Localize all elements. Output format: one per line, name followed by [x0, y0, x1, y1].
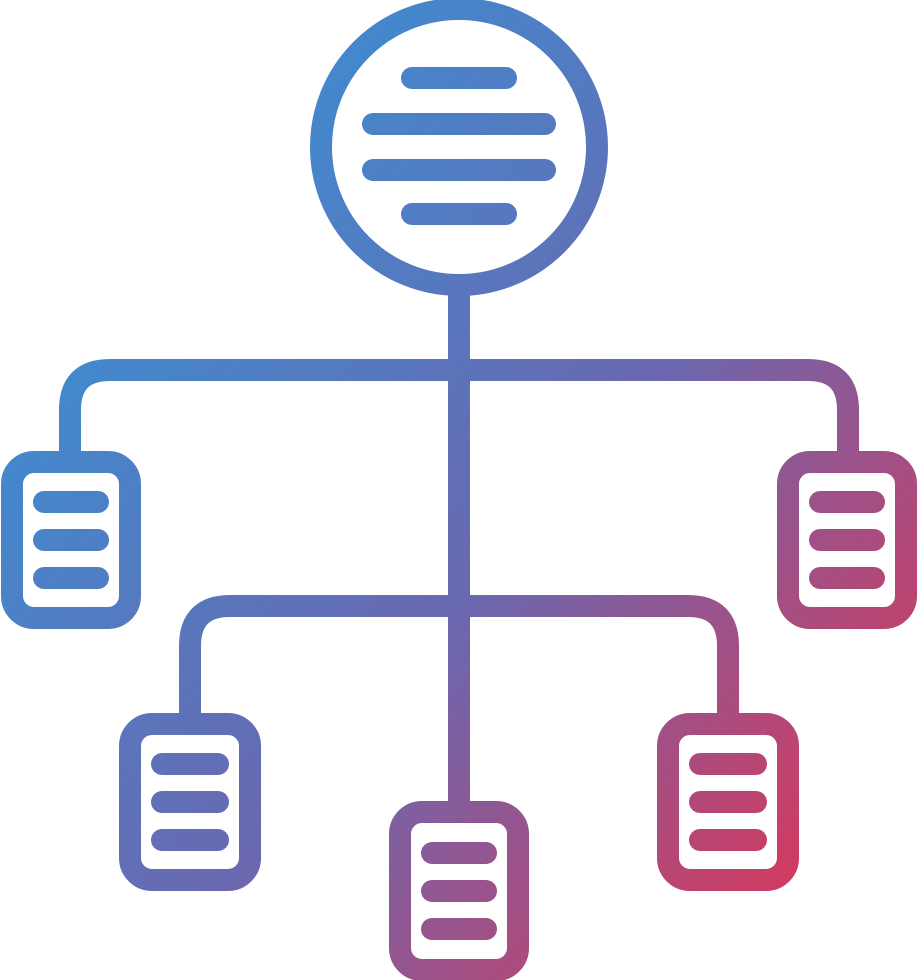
root-node [310, 0, 608, 296]
child-node-left-bottom [119, 713, 261, 891]
document-frame [777, 451, 917, 629]
connector-lines [59, 274, 859, 823]
child-nodes [1, 451, 917, 980]
document-frame [657, 713, 799, 891]
document-frame [1, 451, 141, 629]
upper-branch [59, 359, 859, 473]
child-node-right-top [777, 451, 917, 629]
child-node-center-bottom [389, 801, 529, 980]
document-frame [389, 801, 529, 980]
document-frame [119, 713, 261, 891]
lower-branch [179, 595, 739, 735]
root-circle [310, 0, 608, 296]
child-node-left-top [1, 451, 141, 629]
child-node-right-bottom [657, 713, 799, 891]
